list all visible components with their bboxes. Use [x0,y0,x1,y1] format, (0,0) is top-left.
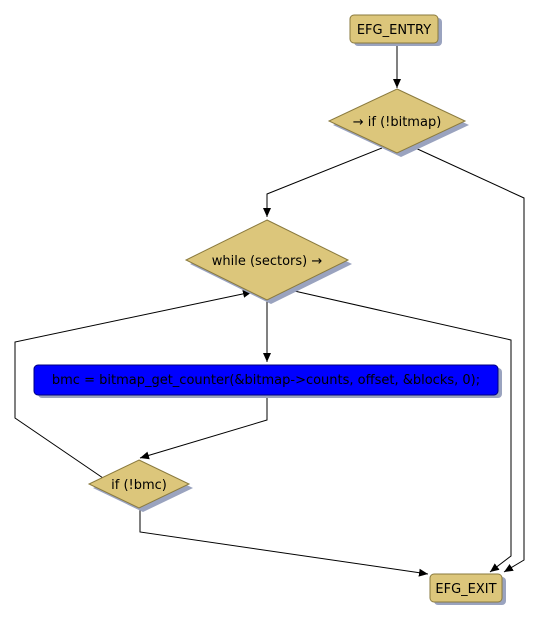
statement-label: bmc = bitmap_get_counter(&bitmap->counts… [52,373,480,388]
exit-label: EFG_EXIT [435,582,496,597]
if-bmc-label: if (!bmc) [111,478,167,493]
edges [14,45,525,577]
entry-node[interactable]: EFG_ENTRY [349,14,442,46]
if-bitmap-label: → if (!bitmap) [353,115,442,130]
statement-node[interactable]: bmc = bitmap_get_counter(&bitmap->counts… [33,364,502,398]
exit-node[interactable]: EFG_EXIT [429,573,506,605]
if-bitmap-node[interactable]: → if (!bitmap) [327,88,469,157]
while-sectors-label: while (sectors) → [212,254,323,269]
while-sectors-node[interactable]: while (sectors) → [184,219,352,304]
edge-statement-to-if-bmc [139,395,268,460]
edge-if-bitmap-to-while [263,147,383,217]
edge-if-bmc-to-exit [139,507,429,577]
edge-if-bitmap-to-exit [410,145,525,573]
edge-if-bmc-loop-to-while [14,289,253,479]
edge-while-to-exit [289,289,512,573]
if-bmc-node[interactable]: if (!bmc) [87,459,193,512]
entry-label: EFG_ENTRY [357,23,431,38]
